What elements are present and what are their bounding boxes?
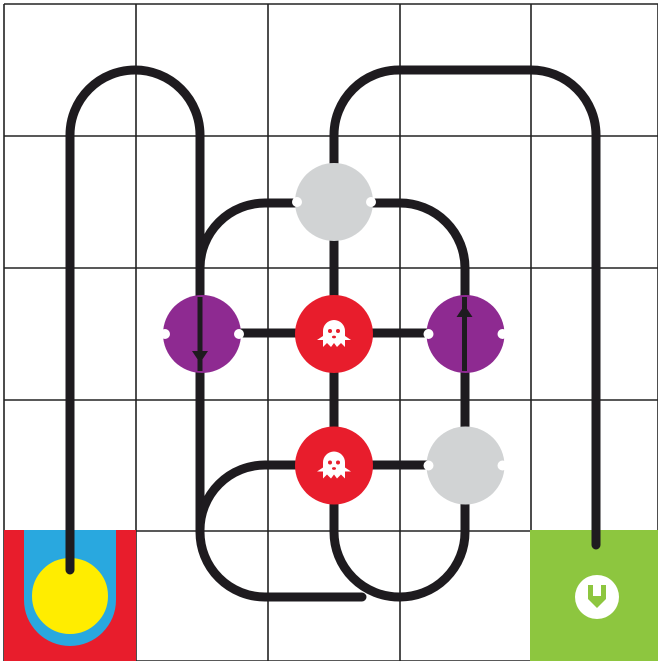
- node-grey-top[interactable]: [292, 163, 376, 241]
- switch-nodes: [160, 163, 508, 505]
- track-grey-top-right: [368, 203, 465, 300]
- node-grey-right[interactable]: [424, 427, 508, 505]
- node-red-center[interactable]: [295, 295, 373, 373]
- down-arrow-badge-icon: [575, 575, 619, 619]
- track-lower-bend: [200, 465, 296, 530]
- goal-tile[interactable]: [530, 530, 658, 661]
- track-grey-top-left: [200, 203, 300, 268]
- node-red-lower[interactable]: [295, 427, 373, 505]
